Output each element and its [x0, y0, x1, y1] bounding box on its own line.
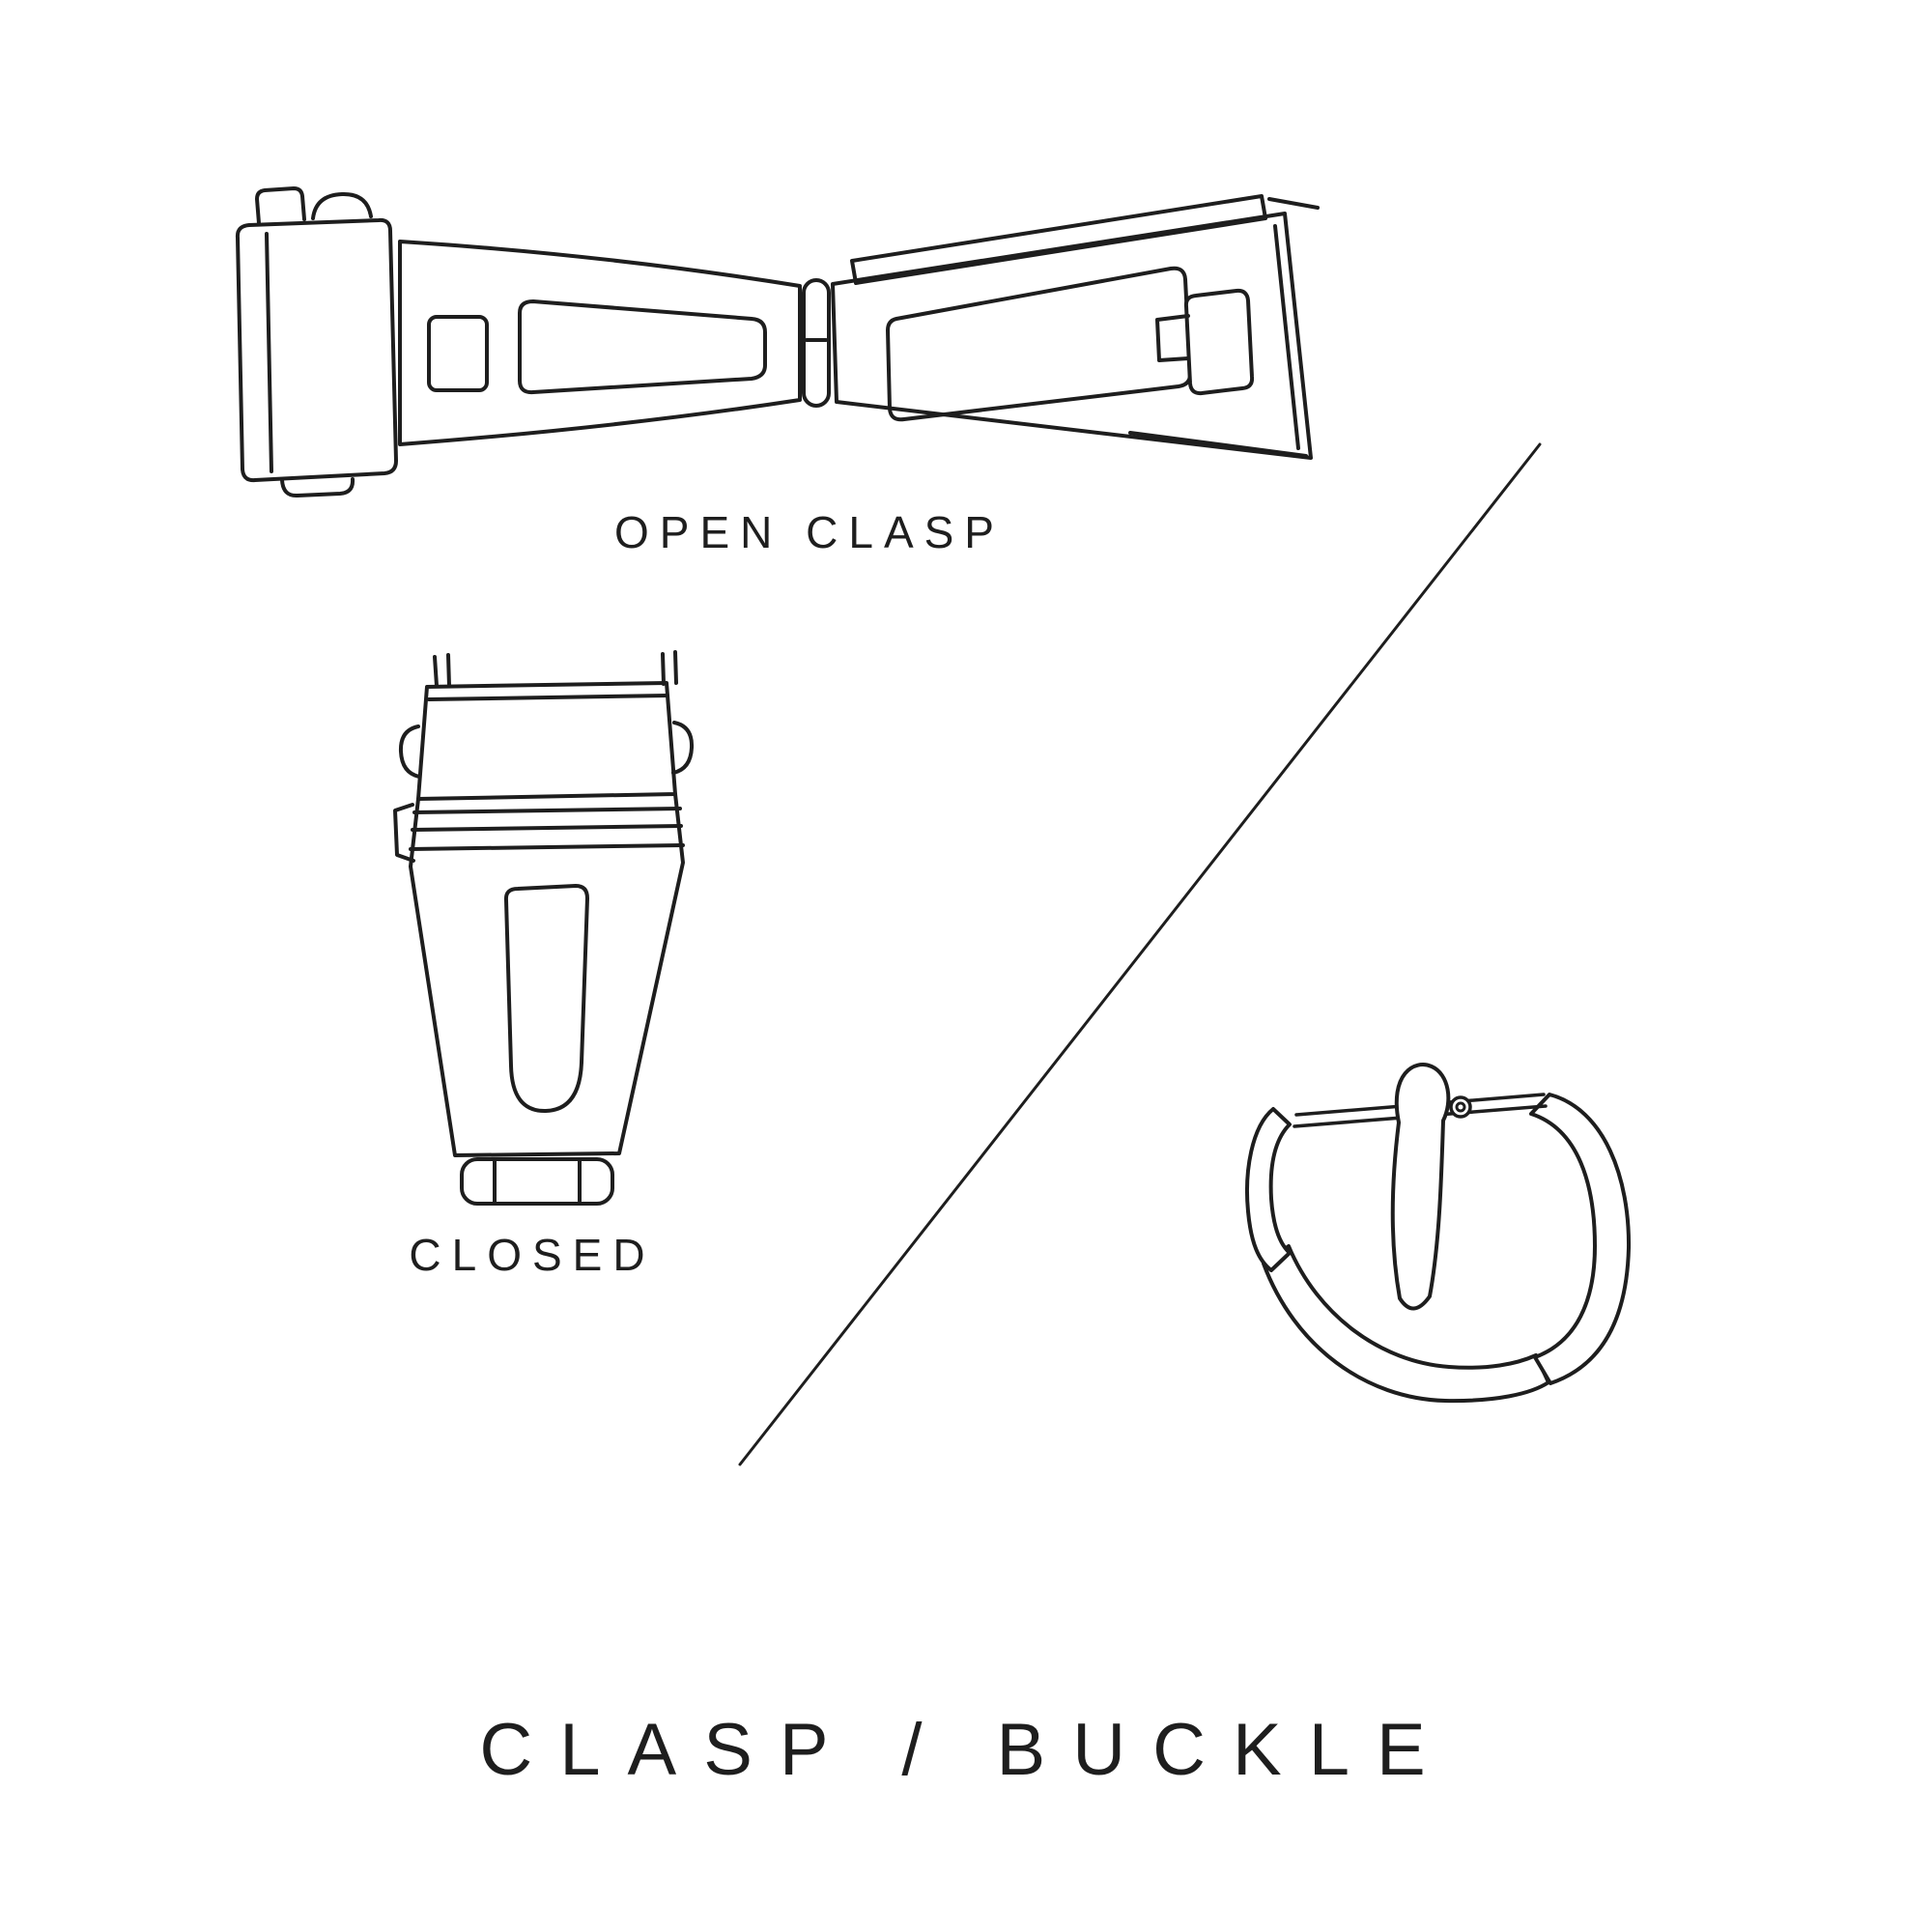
buckle-coil-center [1455, 1101, 1466, 1113]
closed-clasp-left-ear [398, 724, 421, 779]
open-clasp-right-arm-top-strip [850, 194, 1267, 285]
closed-clasp-band-lines [409, 807, 685, 851]
open-clasp-right-notch-bracket [1155, 314, 1190, 362]
closed-label: CLOSED [409, 1230, 656, 1280]
open-clasp-right-cutout [1183, 288, 1255, 396]
open-clasp-left-arm-inner-outline [518, 299, 767, 395]
buckle-prong [1390, 1063, 1451, 1311]
closed-clasp-inner-slot [503, 884, 589, 1114]
open-clasp-top-bump [311, 191, 373, 220]
closed-clasp-foot [460, 1157, 614, 1206]
open-clasp-right-end-cap-line [1267, 197, 1320, 210]
open-clasp-hinge [802, 278, 831, 408]
closed-clasp-body [409, 792, 685, 1157]
buckle-left-bar [1245, 1107, 1292, 1272]
open-clasp-right-arm [831, 212, 1313, 460]
closed-clasp-right-ear [671, 721, 695, 775]
open-clasp-right-bottom-line [1128, 431, 1308, 458]
closed-clasp-top-block-line [427, 694, 669, 701]
open-clasp-end-link-edge-line [265, 232, 273, 473]
open-clasp-left-arm [398, 240, 802, 446]
closed-clasp-foot-lines [493, 1158, 582, 1204]
open-clasp-end-link [235, 217, 398, 483]
open-clasp-top-tab [255, 186, 306, 225]
diagram-title: CLASP / BUCKLE [479, 1709, 1453, 1791]
open-clasp-right-edge-inner-line [1273, 224, 1300, 450]
open-clasp-right-arm-inner-outline [886, 266, 1193, 422]
open-clasp-button-hole [427, 315, 489, 392]
closed-clasp-illustration [393, 650, 695, 1206]
tang-buckle-illustration [1245, 1063, 1632, 1404]
buckle-coil [1449, 1095, 1472, 1119]
diagonal-divider-line [738, 442, 1542, 1466]
closed-clasp-band-tab [393, 803, 415, 863]
open-clasp-label: OPEN CLASP [614, 507, 1005, 557]
closed-clasp-prongs [433, 650, 678, 688]
buckle-right-frame [1529, 1093, 1632, 1385]
open-clasp-bottom-tab [280, 477, 355, 498]
open-clasp-illustration [235, 186, 1320, 498]
